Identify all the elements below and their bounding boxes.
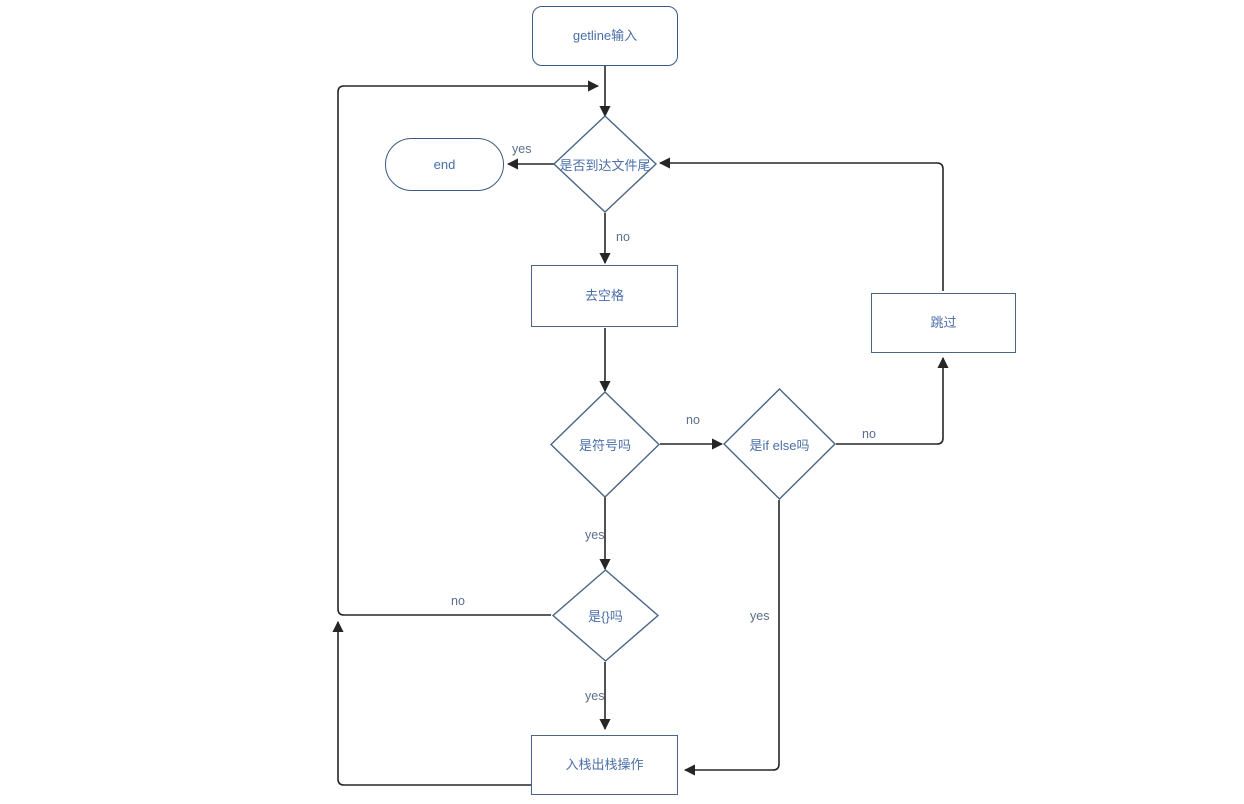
edge-label-isbrace-no: no xyxy=(451,594,465,608)
edge-stack-to-getline xyxy=(332,620,532,786)
edge-label-ifelse-yes: yes xyxy=(750,609,770,623)
edge-label-ifelse-no: no xyxy=(862,427,876,441)
node-trim-space-label: 去空格 xyxy=(584,288,624,304)
edge-label-eof-yes: yes xyxy=(512,142,532,156)
node-trim-space[interactable]: 去空格 xyxy=(531,265,678,327)
node-skip-label: 跳过 xyxy=(930,315,957,331)
edge-ifelse-to-stack xyxy=(683,500,780,776)
edge-ifelse-to-skip xyxy=(836,356,949,445)
edge-label-eof-no: no xyxy=(616,230,630,244)
edge-label-issymbol-no: no xyxy=(686,413,700,427)
node-getline-input[interactable]: getline输入 xyxy=(532,6,678,66)
node-getline-input-label: getline输入 xyxy=(572,28,638,44)
node-is-if-else[interactable]: 是if else吗 xyxy=(723,388,836,500)
edge-skip-to-eof xyxy=(658,157,944,291)
node-end[interactable]: end xyxy=(385,138,504,191)
node-is-eof[interactable]: 是否到达文件尾 xyxy=(552,115,658,213)
node-skip[interactable]: 跳过 xyxy=(871,293,1016,353)
node-is-brace[interactable]: 是{}吗 xyxy=(551,569,660,662)
edge-label-isbrace-yes: yes xyxy=(585,689,605,703)
edge-isbrace-to-getline xyxy=(337,80,600,616)
edge-label-issymbol-yes: yes xyxy=(585,528,605,542)
node-stack-ops[interactable]: 入栈出栈操作 xyxy=(531,735,678,795)
node-is-symbol[interactable]: 是符号吗 xyxy=(549,391,661,498)
node-stack-ops-label: 入栈出栈操作 xyxy=(565,757,644,773)
node-end-label: end xyxy=(433,156,456,172)
